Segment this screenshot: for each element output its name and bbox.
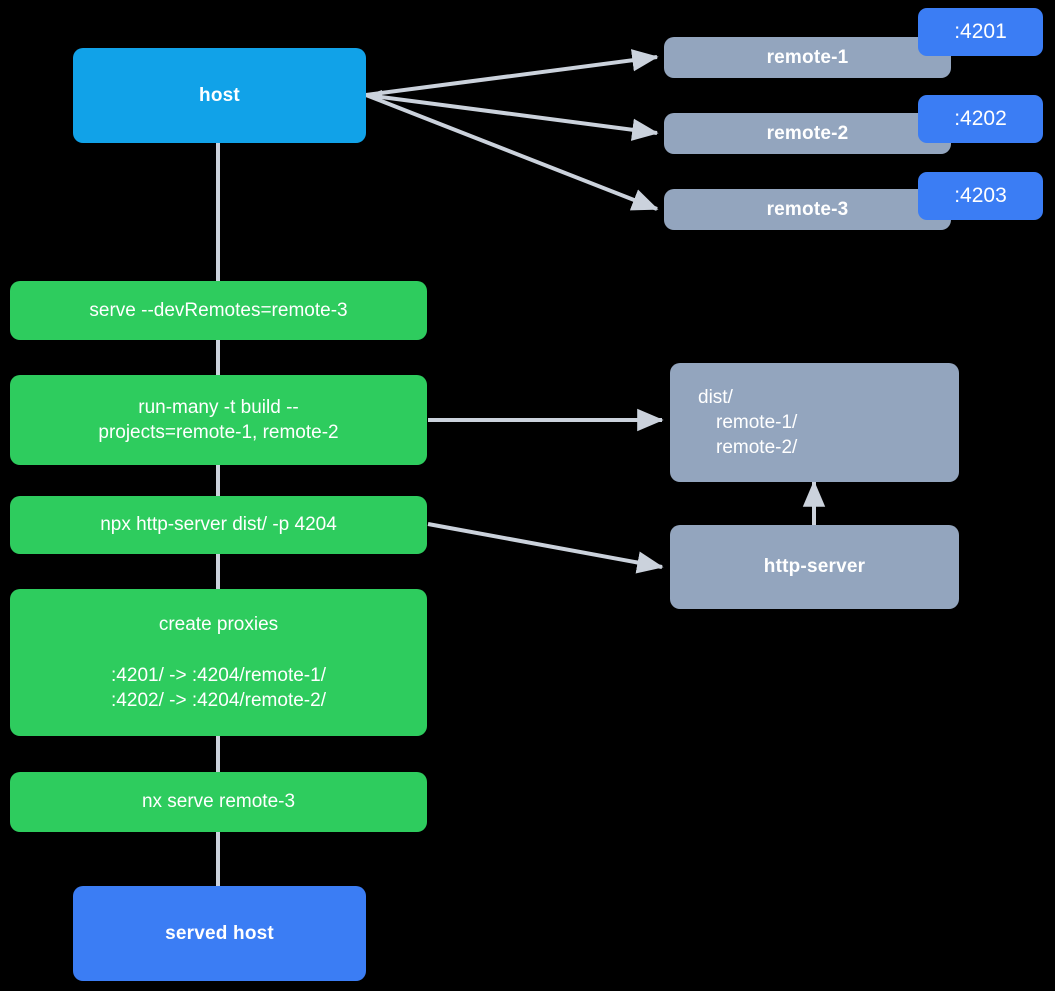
port-badge-remote-3-label: :4203 <box>954 184 1007 207</box>
edge-host-to-remote-3 <box>365 93 659 211</box>
node-host-label: host <box>199 84 240 106</box>
node-command-run-many-line-1: run-many -t build -- <box>138 396 299 418</box>
port-badge-remote-2-label: :4202 <box>954 107 1007 130</box>
node-command-serve-label: serve --devRemotes=remote-3 <box>89 299 348 321</box>
port-badge-remote-1[interactable]: :4201 <box>918 8 1043 56</box>
node-command-nx-serve-remote-3-label: nx serve remote-3 <box>141 791 296 813</box>
node-command-run-many[interactable]: run-many -t build -- projects=remote-1, … <box>10 375 427 465</box>
node-host[interactable]: host <box>73 48 366 143</box>
node-remote-3-label: remote-3 <box>766 198 849 220</box>
node-dist-root: dist/ <box>698 386 733 408</box>
node-http-server-label: http-server <box>763 556 866 578</box>
node-http-server[interactable]: http-server <box>670 525 959 609</box>
port-badge-remote-1-label: :4201 <box>954 20 1007 43</box>
edge-host-to-remote-2 <box>365 93 659 141</box>
node-command-npx-http-server[interactable]: npx http-server dist/ -p 4204 <box>10 496 427 554</box>
node-dist-child-2: remote-2/ <box>716 437 798 459</box>
node-served-host-label: served host <box>165 922 274 944</box>
node-remote-1-label: remote-1 <box>766 46 849 68</box>
node-remote-1[interactable]: remote-1 <box>664 37 951 78</box>
port-badge-remote-3[interactable]: :4203 <box>918 172 1043 220</box>
edge-arrowhead-into-host <box>368 90 382 100</box>
edge-npx-to-http-server <box>427 522 664 574</box>
port-badge-remote-2[interactable]: :4202 <box>918 95 1043 143</box>
node-dist-folder[interactable]: dist/ remote-1/ remote-2/ <box>670 363 959 482</box>
node-command-create-proxies-title: create proxies <box>158 613 279 635</box>
node-command-create-proxies-mapping-1: :4201/ -> :4204/remote-1/ <box>111 664 326 686</box>
node-served-host[interactable]: served host <box>73 886 366 981</box>
node-command-npx-http-server-label: npx http-server dist/ -p 4204 <box>100 514 337 536</box>
node-command-run-many-line-2: projects=remote-1, remote-2 <box>98 422 339 443</box>
node-remote-2-label: remote-2 <box>766 122 849 144</box>
node-remote-3[interactable]: remote-3 <box>664 189 951 230</box>
node-command-nx-serve-remote-3[interactable]: nx serve remote-3 <box>10 772 427 832</box>
edge-host-to-remote-1 <box>365 49 659 97</box>
node-command-create-proxies-mapping-2: :4202/ -> :4204/remote-2/ <box>111 690 326 712</box>
node-command-serve[interactable]: serve --devRemotes=remote-3 <box>10 281 427 340</box>
node-remote-2[interactable]: remote-2 <box>664 113 951 154</box>
node-command-create-proxies[interactable]: create proxies :4201/ -> :4204/remote-1/… <box>10 589 427 736</box>
node-dist-child-1: remote-1/ <box>716 411 798 433</box>
